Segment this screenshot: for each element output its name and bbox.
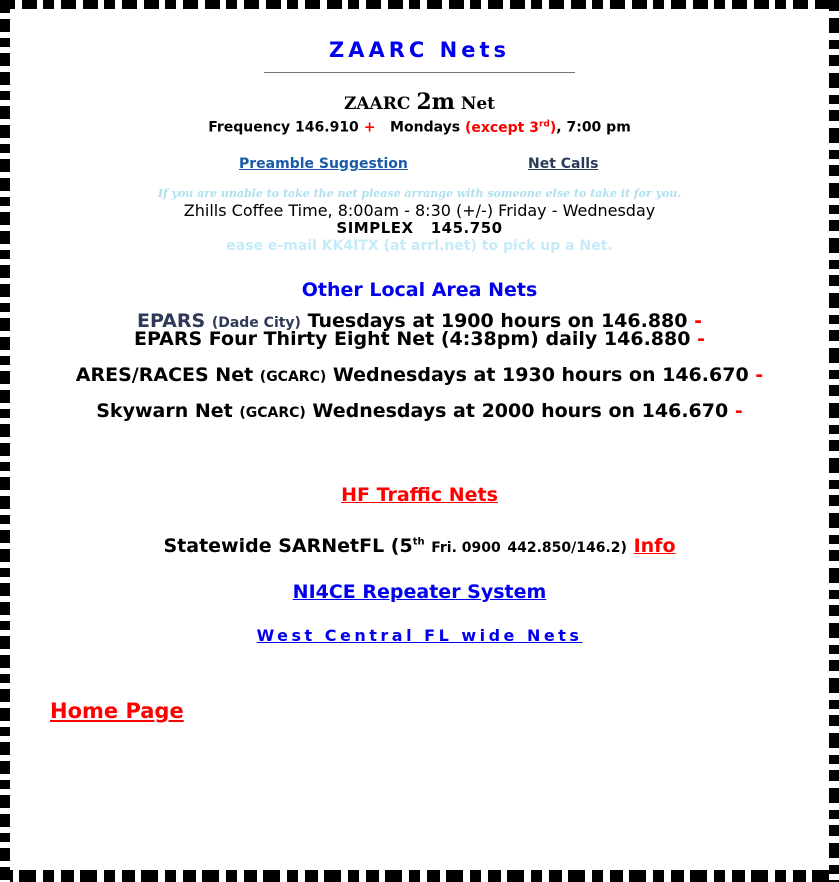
epars-net-line: EPARS (Dade City) Tuesdays at 1900 hours… (0, 310, 839, 332)
statewide-sarnet-line: Statewide SARNetFL (5th Fri. 0900 442.85… (0, 535, 839, 557)
epars-schedule: Tuesdays at 1900 hours on 146.880 (307, 310, 688, 332)
epars-name: EPARS (137, 310, 206, 332)
skywarn-offset: - (734, 400, 743, 422)
statewide-day-time: Fri. 0900 (431, 540, 501, 556)
net-title-suffix: Net (460, 94, 496, 114)
simplex-frequency: SIMPLEX 145.750 (336, 219, 503, 237)
net-exception: (except 3rd) (464, 119, 557, 136)
other-nets-heading: Other Local Area Nets (301, 279, 538, 301)
skywarn-org: (GCARC) (239, 405, 306, 421)
net-calls-link[interactable]: Net Calls (528, 156, 599, 172)
epars-438-offset: - (697, 328, 705, 350)
epars-438-net-line: EPARS Four Thirty Eight Net (4:38pm) dai… (0, 328, 839, 350)
skywarn-name: Skywarn Net (96, 400, 233, 422)
dashed-border-left (0, 0, 10, 882)
ni4ce-repeater-link[interactable]: NI4CE Repeater System (292, 581, 547, 603)
ares-org: (GCARC) (259, 369, 327, 385)
coffee-time-text: Zhills Coffee Time, 8:00am - 8:30 (+/-) … (183, 201, 656, 220)
dashed-border-right (829, 0, 839, 882)
page-title: ZAARC Nets (329, 38, 510, 62)
net-title-band: 2m (416, 89, 455, 115)
ares-races-net-line: ARES/RACES Net (GCARC) Wednesdays at 193… (0, 364, 839, 386)
ares-schedule: Wednesdays at 1930 hours on 146.670 (332, 364, 749, 386)
epars-location: (Dade City) (211, 315, 301, 331)
statewide-sup: th (412, 536, 425, 548)
zaarc-net-heading: ZAARC 2m Net (0, 89, 839, 115)
net-handoff-note: If you are unable to take the net please… (157, 187, 682, 200)
zaarc-net-frequency: Frequency 146.910 + Mondays (except 3rd)… (0, 119, 839, 136)
ares-offset: - (755, 364, 764, 386)
dashed-border-top (0, 0, 839, 9)
statewide-prefix: Statewide SARNetFL (5 (163, 535, 413, 557)
epars-offset: - (694, 310, 702, 332)
frequency-offset: + (363, 119, 376, 136)
net-title-prefix: ZAARC (343, 94, 411, 114)
home-page-link[interactable]: Home Page (50, 699, 184, 723)
skywarn-schedule: Wednesdays at 2000 hours on 146.670 (312, 400, 729, 422)
net-time: , 7:00 pm (556, 119, 631, 136)
dashed-border-bottom (0, 870, 839, 882)
skywarn-net-line: Skywarn Net (GCARC) Wednesdays at 2000 h… (0, 400, 839, 422)
hf-traffic-nets-link[interactable]: HF Traffic Nets (341, 484, 498, 506)
statewide-frequency: 442.850/146.2) (507, 540, 627, 556)
epars-438-text: EPARS Four Thirty Eight Net (4:38pm) dai… (134, 328, 691, 350)
ares-name: ARES/RACES Net (75, 364, 254, 386)
west-central-fl-nets-link[interactable]: West Central FL wide Nets (256, 626, 583, 645)
statewide-info-link[interactable]: Info (633, 535, 676, 557)
frequency-label: Frequency 146.910 (208, 119, 359, 136)
preamble-suggestion-link[interactable]: Preamble Suggestion (239, 156, 408, 172)
email-note: ease e-mail KK4ITX (at arrl.net) to pick… (226, 238, 613, 254)
net-day: Mondays (390, 119, 461, 136)
title-divider (264, 72, 575, 73)
